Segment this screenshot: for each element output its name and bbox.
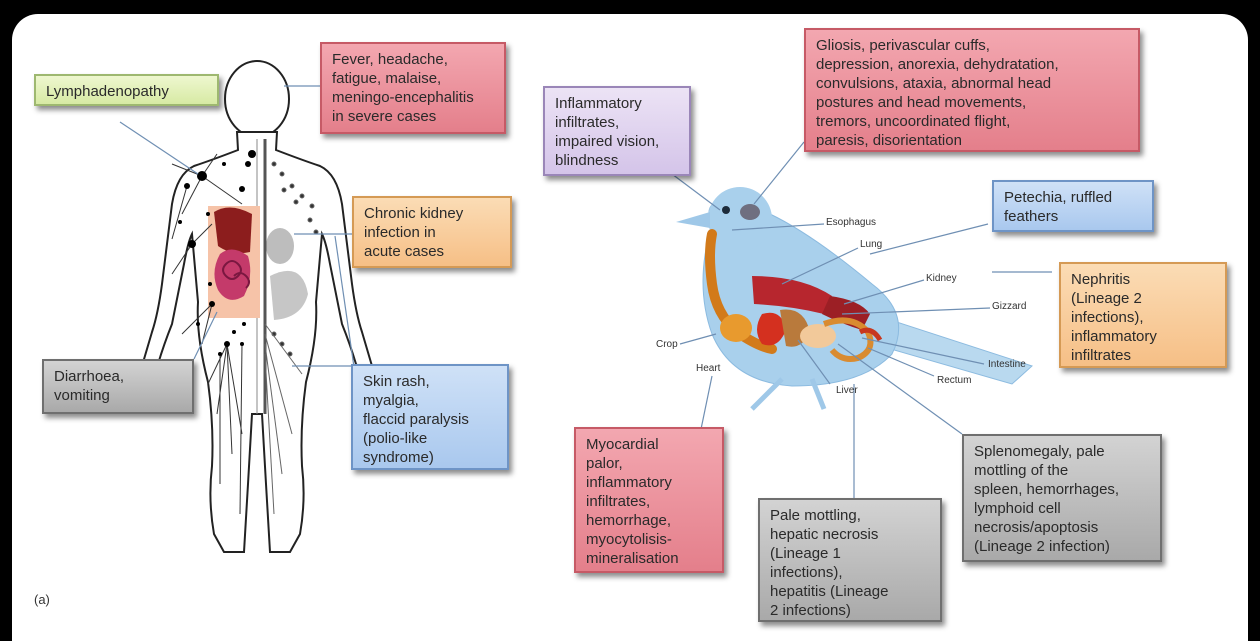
pale-mottling-box: Pale mottling, hepatic necrosis (Lineage… — [758, 498, 942, 622]
splenomegaly-box: Splenomegaly, pale mottling of the splee… — [962, 434, 1162, 562]
skin-rash-box: Skin rash, myalgia, flaccid paralysis (p… — [351, 364, 509, 470]
label-gizzard: Gizzard — [992, 301, 1026, 312]
diarrhoea-box: Diarrhoea, vomiting — [42, 359, 194, 414]
lymphadenopathy-box: Lymphadenopathy — [34, 74, 219, 106]
label-intestine: Intestine — [988, 359, 1026, 370]
label-kidney: Kidney — [926, 273, 957, 284]
fever-box: Fever, headache, fatigue, malaise, menin… — [320, 42, 506, 134]
label-rectum: Rectum — [937, 375, 971, 386]
label-liver: Liver — [836, 385, 858, 396]
gliosis-box: Gliosis, perivascular cuffs, depression,… — [804, 28, 1140, 152]
myocardial-box: Myocardial palor, inflammatory infiltrat… — [574, 427, 724, 573]
nephritis-box: Nephritis (Lineage 2 infections), inflam… — [1059, 262, 1227, 368]
chronic-kidney-box: Chronic kidney infection in acute cases — [352, 196, 512, 268]
label-lung: Lung — [860, 239, 882, 250]
figure-panel: Lymphadenopathy Fever, headache, fatigue… — [12, 14, 1248, 641]
human-figure — [142, 61, 373, 552]
panel-label: (a) — [34, 592, 50, 607]
label-heart: Heart — [696, 363, 720, 374]
label-crop: Crop — [656, 339, 678, 350]
petechia-box: Petechia, ruffled feathers — [992, 180, 1154, 232]
label-esophagus: Esophagus — [826, 217, 876, 228]
inflammatory-vision-box: Inflammatory infiltrates, impaired visio… — [543, 86, 691, 176]
